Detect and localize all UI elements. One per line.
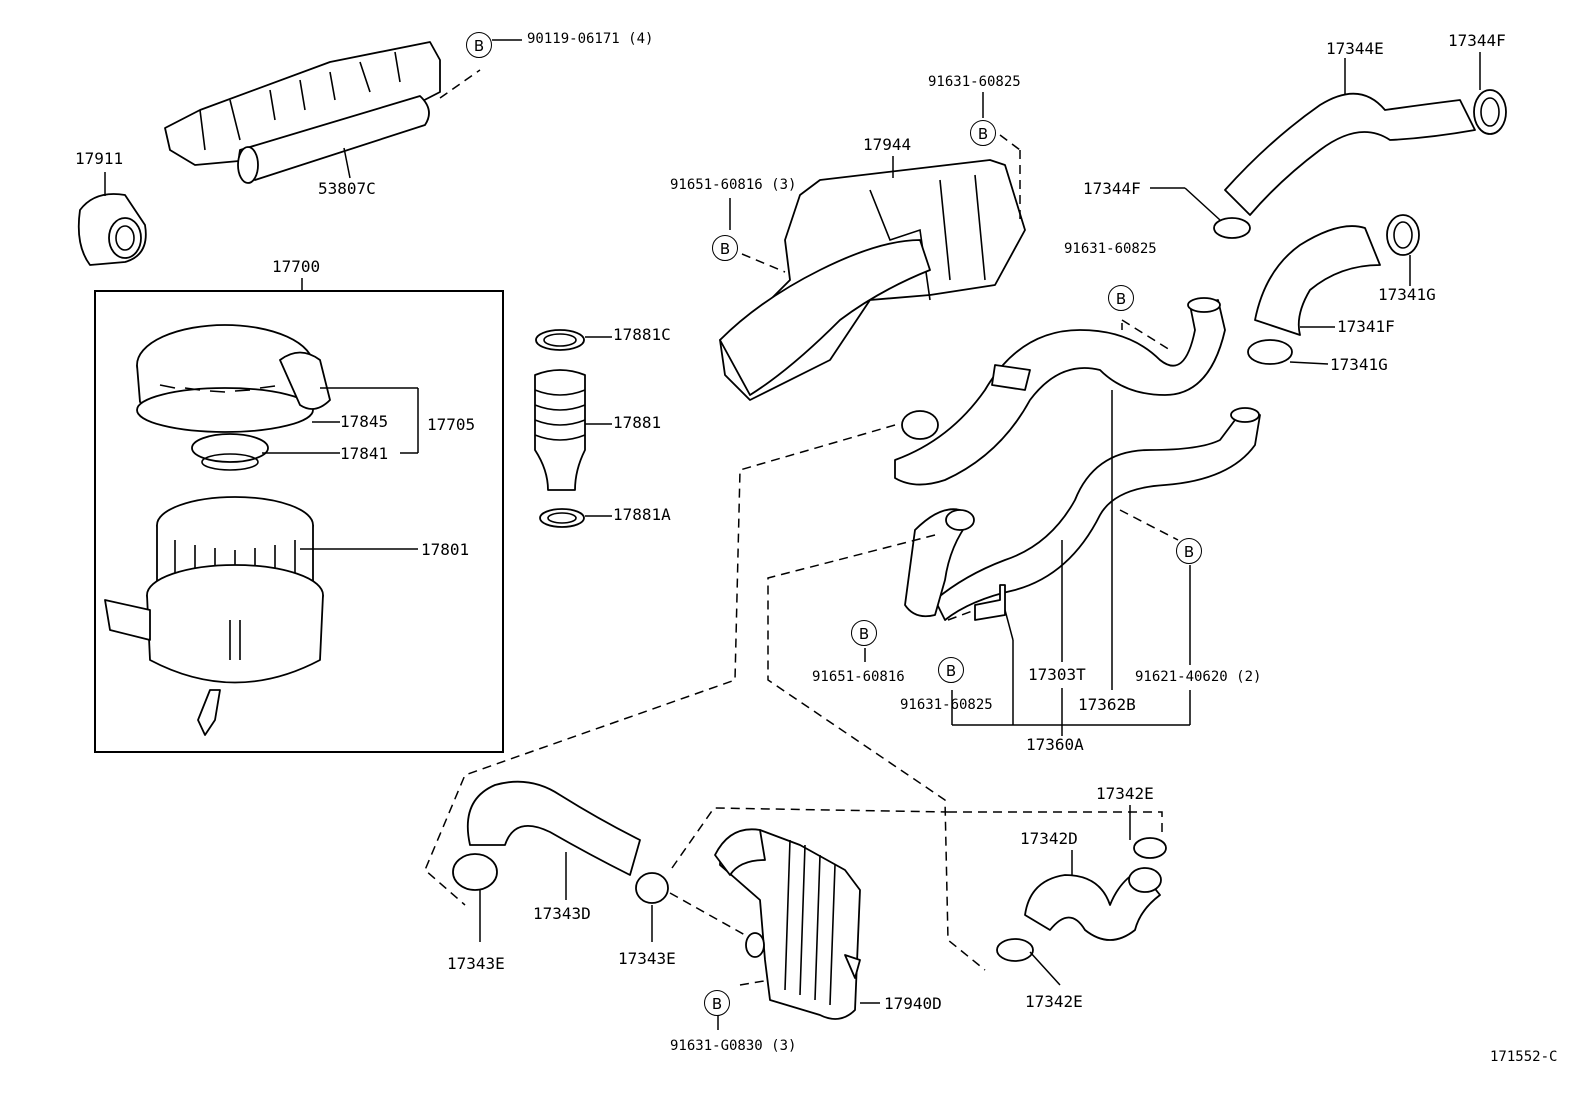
hose-17344E-part	[1213, 89, 1507, 239]
pipe-17303T-part	[904, 407, 1261, 621]
hose-17881-part	[534, 329, 586, 528]
part-label-91651-60816: 91651-60816	[812, 669, 905, 685]
part-label-17342E: 17342E	[1025, 992, 1083, 1011]
pipe-17362B-part	[894, 297, 1226, 486]
part-label-17343D: 17343D	[533, 904, 591, 923]
part-label-17881: 17881	[613, 413, 662, 432]
part-label-91631-G0830: 91631-G0830 (3)	[670, 1038, 797, 1054]
part-label-17344F: 17344F	[1448, 31, 1506, 50]
part-label-17911: 17911	[75, 149, 124, 168]
part-label-91631-60825: 91631-60825	[900, 697, 993, 713]
bolt-b-symbol: B	[1108, 285, 1134, 311]
part-label-17344E: 17344E	[1326, 39, 1384, 58]
part-label-91631-60825: 91631-60825	[1064, 241, 1157, 257]
bracket-17944-part	[719, 159, 1026, 401]
hose-17343D-part	[452, 780, 669, 904]
part-label-17845: 17845	[340, 412, 389, 431]
part-label-91631-60825: 91631-60825	[928, 74, 1021, 90]
part-label-17342D: 17342D	[1020, 829, 1078, 848]
part-label-17360A: 17360A	[1026, 735, 1084, 754]
part-label-17343E: 17343E	[447, 954, 505, 973]
bolt-b-symbol: B	[712, 235, 738, 261]
intercooler-17940D-part	[714, 828, 861, 1020]
part-label-17341F: 17341F	[1337, 317, 1395, 336]
part-label-17705: 17705	[427, 415, 476, 434]
part-label-17801: 17801	[421, 540, 470, 559]
hood-17911-part	[77, 193, 147, 266]
part-label-17841: 17841	[340, 444, 389, 463]
part-label-17944: 17944	[863, 135, 912, 154]
part-label-91651-60816: 91651-60816 (3)	[670, 177, 797, 193]
part-label-17343E: 17343E	[618, 949, 676, 968]
part-label-91621-40620: 91621-40620 (2)	[1135, 669, 1262, 685]
air-filter-element-17801-part	[104, 496, 324, 736]
part-label-17344F: 17344F	[1083, 179, 1141, 198]
hose-17342D-part	[996, 837, 1167, 962]
part-label-17940D: 17940D	[884, 994, 942, 1013]
bolt-b-symbol: B	[704, 990, 730, 1016]
part-label-17341G: 17341G	[1330, 355, 1388, 374]
part-label-17700: 17700	[272, 257, 321, 276]
hose-17341F-part	[1247, 214, 1420, 365]
part-label-17881C: 17881C	[613, 325, 671, 344]
bolt-b-symbol: B	[1176, 538, 1202, 564]
diagram-code: 171552-C	[1490, 1049, 1558, 1065]
part-label-17881A: 17881A	[613, 505, 671, 524]
bolt-b-symbol: B	[970, 120, 996, 146]
air-cleaner-cap-17705-part	[136, 324, 331, 471]
air-duct-53807C-part	[164, 41, 441, 184]
part-label-17341G: 17341G	[1378, 285, 1436, 304]
bolt-b-symbol: B	[851, 620, 877, 646]
part-label-17303T: 17303T	[1028, 665, 1086, 684]
bolt-b-symbol: B	[466, 32, 492, 58]
part-label-53807C: 53807C	[318, 179, 376, 198]
part-label-17342E: 17342E	[1096, 784, 1154, 803]
bolt-b-symbol: B	[938, 657, 964, 683]
part-label-17362B: 17362B	[1078, 695, 1136, 714]
part-label-90119-06171: 90119-06171 (4)	[527, 31, 654, 47]
